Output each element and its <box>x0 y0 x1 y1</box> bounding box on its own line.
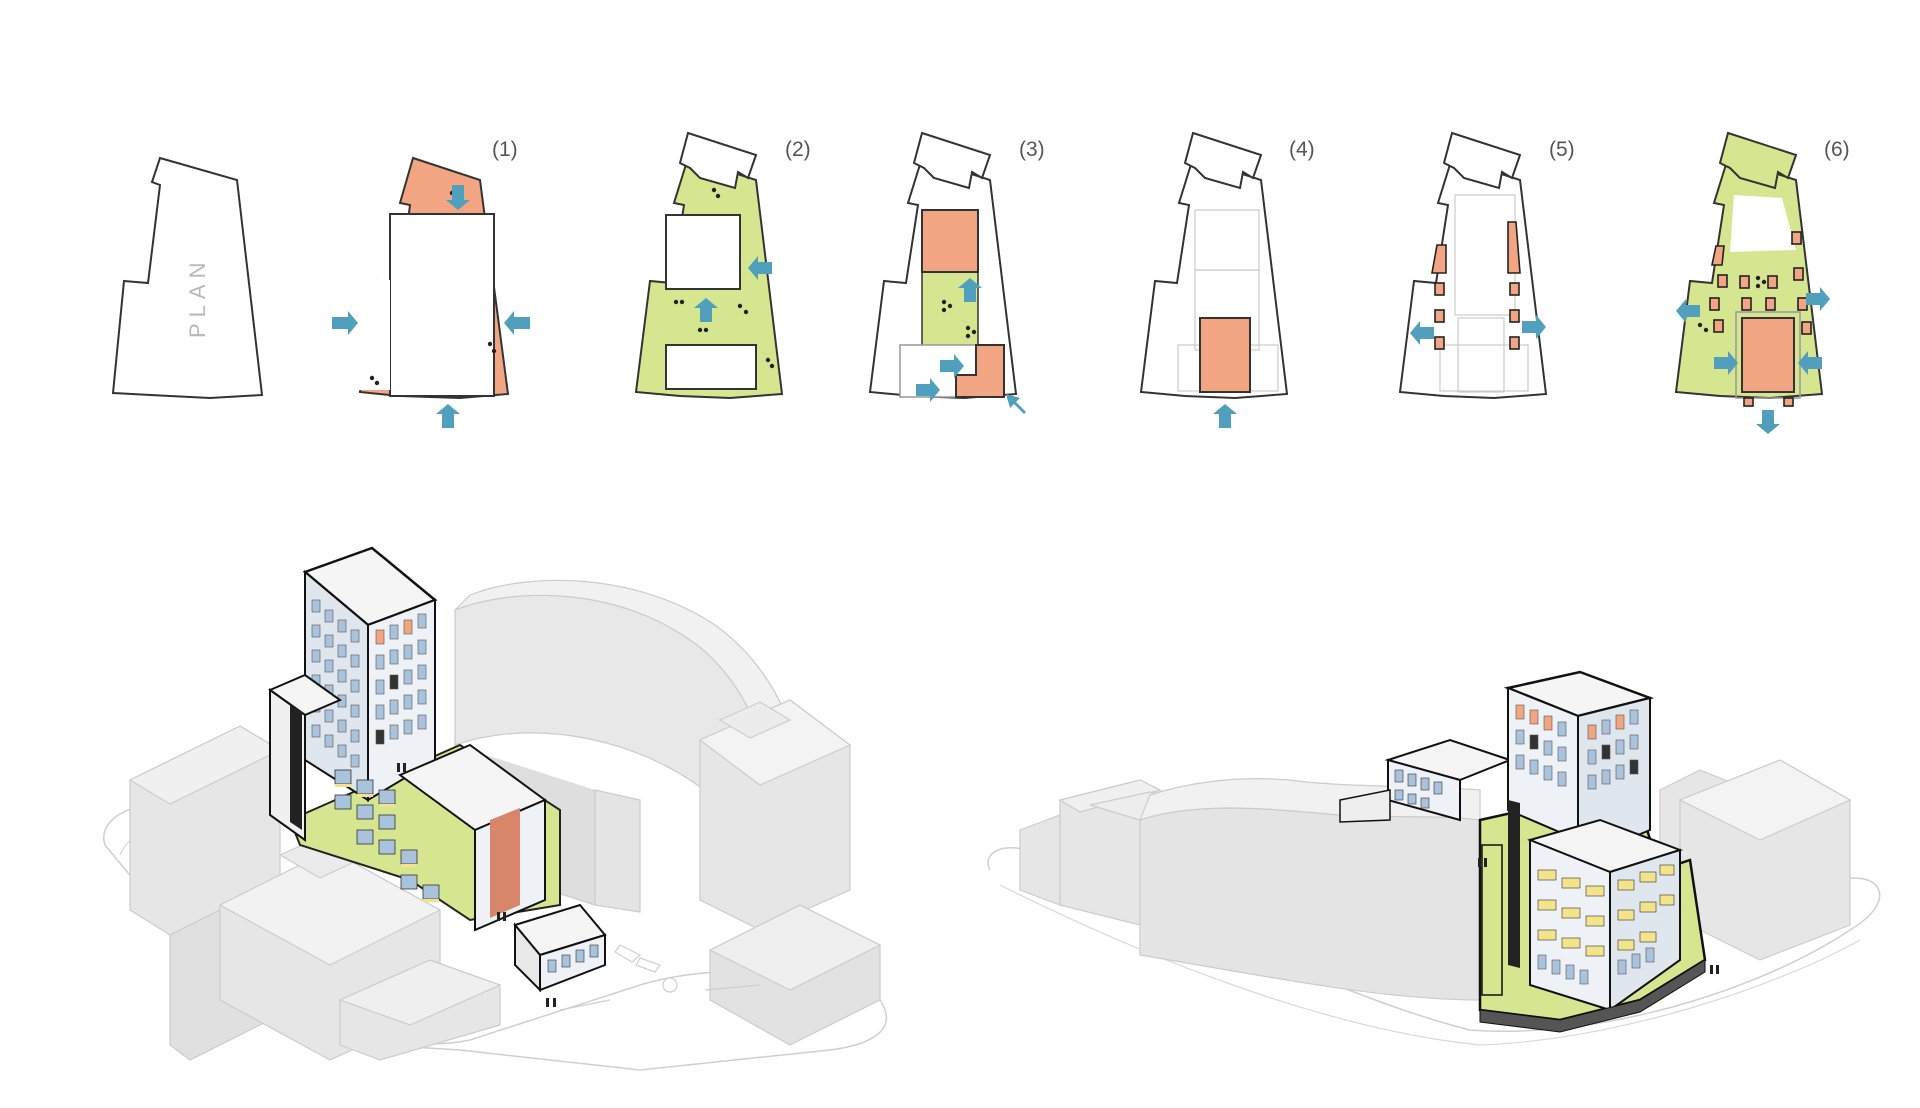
axonometric-view-left <box>103 546 887 1071</box>
tower-windows-right <box>375 613 427 745</box>
tower-windows-left <box>311 599 360 768</box>
balcony-blocks <box>1709 231 1812 407</box>
site-plan: PLAN <box>111 156 264 400</box>
balconies <box>1537 864 1675 957</box>
balconies <box>334 769 440 900</box>
plan-label: PLAN <box>185 257 210 338</box>
diagram-4-label: (4) <box>1289 138 1315 161</box>
people-dots <box>941 299 977 339</box>
diagram-2-label: (2) <box>785 138 811 161</box>
balcony-blocks <box>1431 221 1521 350</box>
diagram-1: (1) <box>332 138 530 428</box>
diagram-6: (6) <box>1674 131 1850 434</box>
arrow-icon <box>694 256 772 322</box>
ground-marks <box>559 944 761 1011</box>
diagram-5-label: (5) <box>1549 138 1575 161</box>
side-block <box>267 673 343 842</box>
arrow-icon <box>332 185 530 428</box>
low-block <box>1339 738 1513 823</box>
arrow-icon <box>1676 287 1830 434</box>
diagram-4: (4) <box>1139 131 1315 428</box>
townhouse-block <box>513 903 607 993</box>
diagram-3: (3) <box>868 131 1045 414</box>
context-buildings <box>1019 759 1852 1001</box>
front-block <box>1481 800 1684 1012</box>
arrow-icon <box>1213 404 1237 428</box>
diagram-3-label: (3) <box>1019 138 1045 161</box>
diagram-6-label: (6) <box>1824 138 1850 161</box>
pedestrians <box>397 763 556 1007</box>
mid-block <box>334 743 548 932</box>
people-dots <box>1697 275 1767 333</box>
tower-building <box>302 546 438 802</box>
diagram-2: (2) <box>634 131 811 400</box>
arrow-icon <box>916 278 1026 414</box>
pedestrians <box>1478 858 1719 974</box>
diagram-1-label: (1) <box>492 138 518 161</box>
arrow-icon <box>1410 315 1546 345</box>
axonometric-view-right <box>987 670 1881 1046</box>
diagram-5: (5) <box>1398 131 1575 400</box>
tower-building <box>1503 670 1655 862</box>
